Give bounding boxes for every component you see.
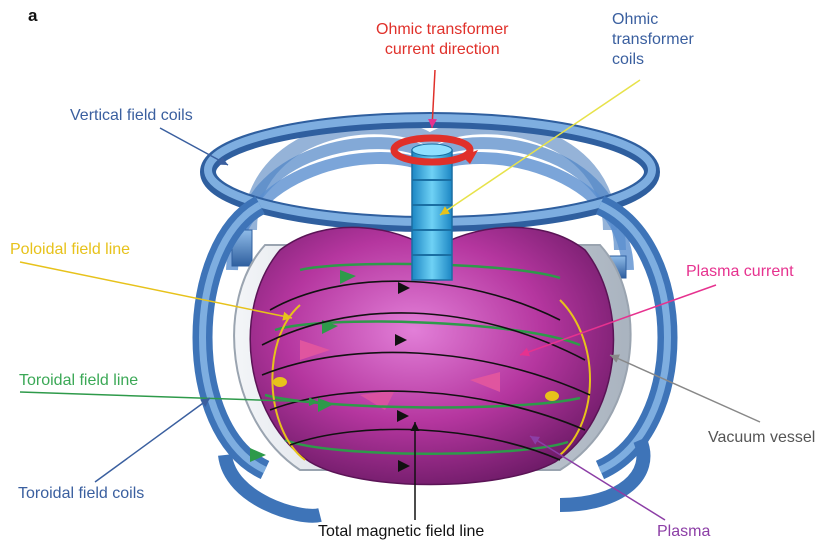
ohmic-coils-label: Ohmic transformer coils	[612, 10, 694, 70]
plasma-label: Plasma	[657, 522, 710, 542]
toroidal-field-line-label: Toroidal field line	[19, 371, 138, 391]
vertical-field-coils-label: Vertical field coils	[70, 106, 193, 126]
vacuum-vessel-label: Vacuum vessel	[708, 428, 815, 448]
ohmic-coils-line-1: Ohmic	[612, 10, 694, 30]
ohmic-current-direction-line-1: Ohmic transformer	[376, 20, 508, 40]
ohmic-current-direction-line-2: current direction	[376, 40, 508, 60]
ohmic-coils-line-3: coils	[612, 50, 694, 70]
total-magnetic-field-line-label: Total magnetic field line	[318, 522, 484, 542]
panel-label: a	[28, 6, 37, 26]
poloidal-field-line-label: Poloidal field line	[10, 240, 130, 260]
plasma-current-label: Plasma current	[686, 262, 794, 282]
ohmic-current-direction-label: Ohmic transformer current direction	[376, 20, 508, 60]
ohmic-coils-line-2: transformer	[612, 30, 694, 50]
toroidal-field-coils-label: Toroidal field coils	[18, 484, 144, 504]
